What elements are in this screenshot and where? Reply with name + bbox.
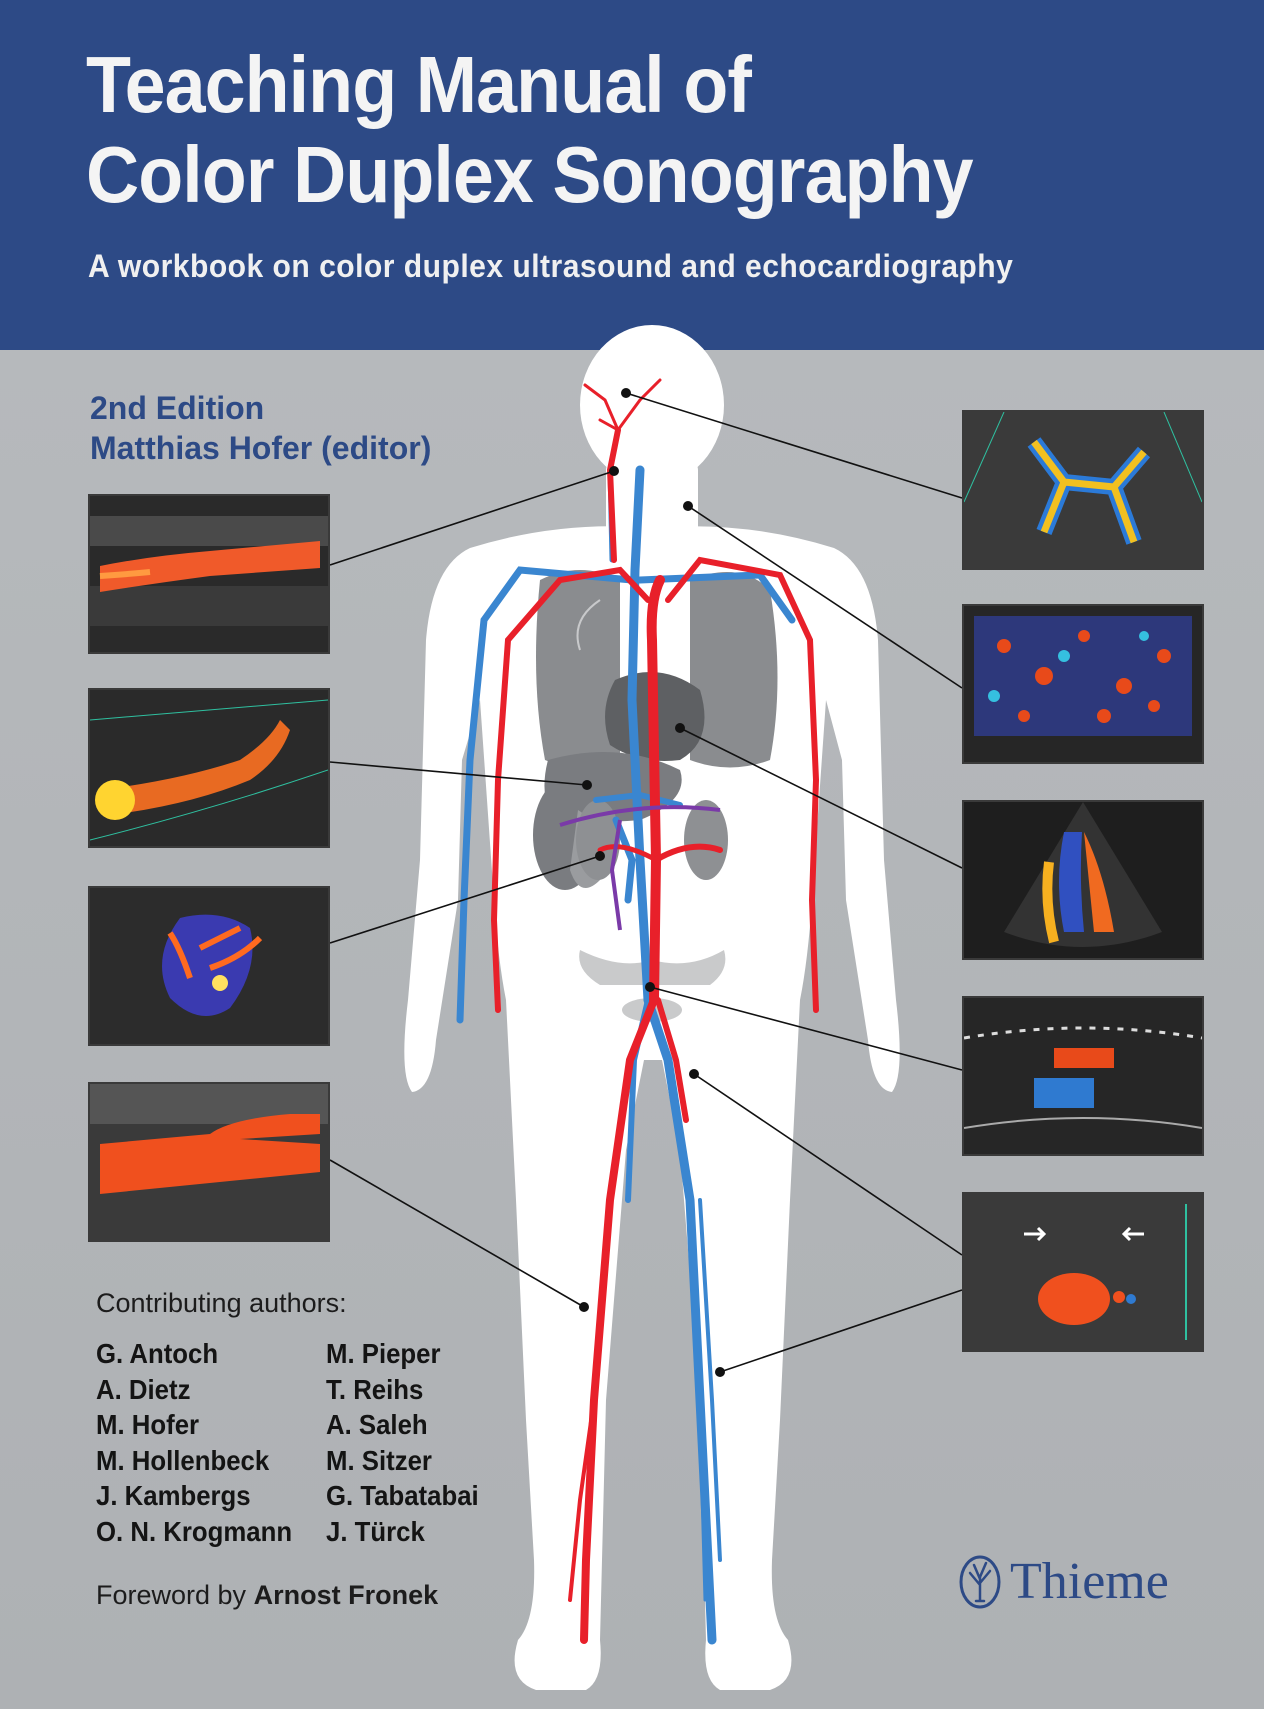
author-name: J. Kambergs xyxy=(96,1480,251,1511)
tree-logo-icon xyxy=(959,1555,1001,1608)
ultrasound-image-kidney xyxy=(88,886,330,1046)
ultrasound-image-echocardiography xyxy=(962,800,1204,960)
authors-column-2: M. Pieper T. Reihs A. Saleh M. Sitzer G.… xyxy=(326,1336,479,1549)
author-name: O. N. Krogmann xyxy=(96,1515,293,1547)
title-band xyxy=(0,0,1264,350)
author-name: A. Dietz xyxy=(96,1373,191,1405)
ultrasound-image-thyroid xyxy=(962,604,1204,764)
author-name: J. Türck xyxy=(326,1515,425,1547)
ultrasound-image-deep-vein xyxy=(962,1192,1204,1352)
foreword-name: Arnost Fronek xyxy=(253,1580,439,1610)
contributors-heading: Contributing authors: xyxy=(96,1288,347,1318)
author-name: G. Antoch xyxy=(96,1338,219,1369)
body-silhouette xyxy=(404,325,900,1691)
purple-vessels xyxy=(559,805,721,931)
author-name: A. Saleh xyxy=(326,1409,428,1440)
ultrasound-image-curved-vessel xyxy=(88,688,330,848)
publisher-logo: Thieme xyxy=(958,1552,1169,1611)
book-title: Teaching Manual of Color Duplex Sonograp… xyxy=(86,40,974,220)
author-name: G. Tabatabai xyxy=(326,1480,479,1511)
author-name: M. Hofer xyxy=(96,1409,200,1440)
edition-label: 2nd Edition xyxy=(90,390,265,426)
book-subtitle: A workbook on color duplex ultrasound an… xyxy=(88,248,1014,284)
author-name: M. Pieper xyxy=(326,1338,441,1369)
title-line-1: Teaching Manual of xyxy=(86,40,752,129)
title-line-2: Color Duplex Sonography xyxy=(86,130,974,219)
foreword-prefix: Foreword by xyxy=(96,1580,247,1610)
ultrasound-image-circle-of-willis xyxy=(962,410,1204,570)
foreword-credit: Foreword by Arnost Fronek xyxy=(96,1580,438,1611)
editor-label: Matthias Hofer (editor) xyxy=(90,430,432,466)
author-name: M. Sitzer xyxy=(326,1444,432,1476)
pointer-dots xyxy=(579,388,725,1377)
ultrasound-image-femoral xyxy=(88,1082,330,1242)
arteries xyxy=(490,378,820,1644)
author-name: T. Reihs xyxy=(326,1373,424,1405)
authors-column-1: G. Antoch A. Dietz M. Hofer M. Hollenbec… xyxy=(96,1336,292,1549)
ultrasound-image-pelvic-vessels xyxy=(962,996,1204,1156)
ultrasound-image-carotid xyxy=(88,494,330,654)
author-name: M. Hollenbeck xyxy=(96,1444,270,1476)
publisher-name: Thieme xyxy=(1010,1553,1169,1610)
pointer-lines xyxy=(329,392,963,1373)
